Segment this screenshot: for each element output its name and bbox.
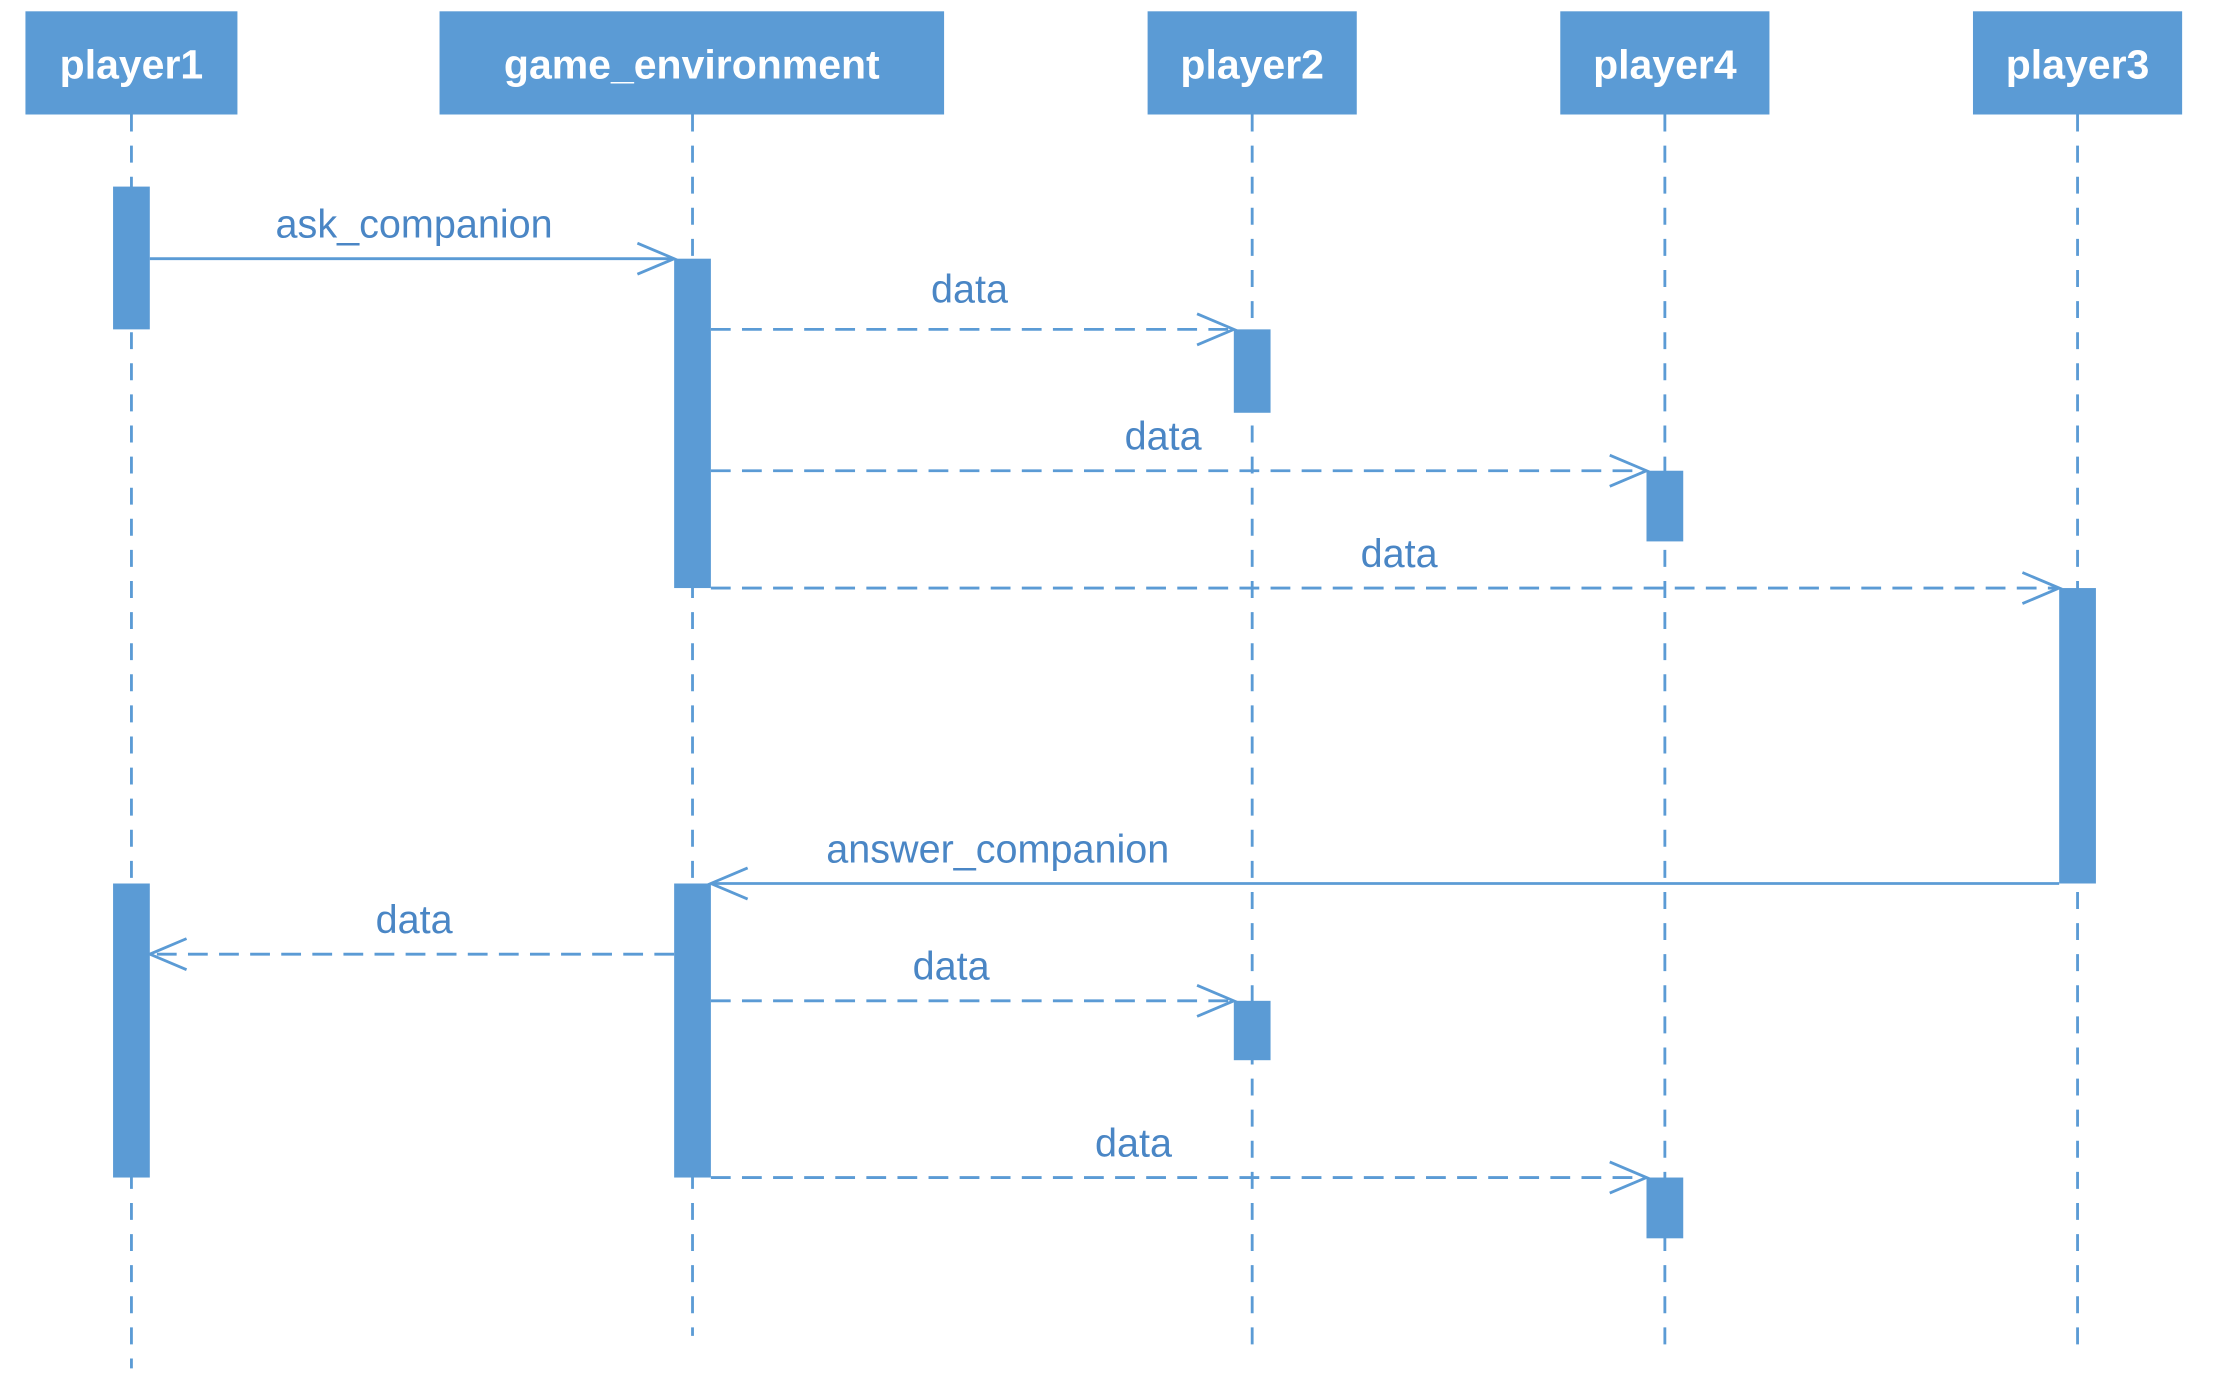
message-3: data	[710, 415, 1651, 488]
message-label: data	[376, 898, 453, 942]
arrowhead-icon	[1196, 312, 1238, 347]
arrowhead-icon	[146, 937, 188, 972]
arrowhead-icon	[1609, 1160, 1651, 1195]
lifelines-layer: player1 game_environment player2 player4 pla…	[25, 11, 2183, 1369]
lifeline-player1: player1	[25, 11, 238, 1369]
arrowhead-icon	[707, 866, 749, 901]
activation-bar-player1	[113, 883, 150, 1178]
lifeline-label-game_environment: game_environment	[504, 41, 880, 87]
lifeline-player4: player4	[1560, 11, 1770, 1346]
message-5: answer_companion	[707, 827, 2060, 901]
message-label: data	[931, 268, 1008, 312]
arrowhead-icon	[1609, 453, 1651, 488]
message-8: data	[710, 1121, 1651, 1195]
lifeline-label-player3: player3	[2006, 41, 2150, 87]
message-4: data	[710, 532, 2063, 605]
activations-layer	[113, 186, 2096, 1239]
message-2: data	[710, 268, 1238, 347]
activation-bar-player2	[1233, 1000, 1271, 1061]
message-label: answer_companion	[826, 827, 1169, 871]
lifeline-player3: player3	[1972, 11, 2183, 1346]
lifeline-player2: player2	[1147, 11, 1357, 1346]
message-6: data	[146, 898, 675, 972]
lifeline-label-player1: player1	[60, 41, 204, 87]
lifeline-header-player4	[1560, 11, 1770, 115]
lifeline-header-game_environment	[439, 11, 945, 115]
activation-bar-game_environment	[674, 258, 711, 589]
lifeline-header-player3	[1972, 11, 2183, 115]
message-label: data	[1361, 532, 1438, 576]
arrowhead-icon	[636, 241, 678, 276]
arrowhead-icon	[1196, 983, 1238, 1018]
message-label: data	[913, 945, 990, 989]
message-label: data	[1125, 415, 1202, 459]
message-label: data	[1095, 1121, 1172, 1165]
message-1: ask_companion	[149, 202, 678, 276]
message-7: data	[710, 945, 1238, 1018]
lifeline-label-player2: player2	[1180, 41, 1324, 87]
activation-bar-player4	[1646, 1177, 1684, 1239]
activation-bar-player3	[2059, 588, 2096, 884]
message-label: ask_companion	[276, 202, 553, 246]
activation-bar-player1	[113, 186, 150, 330]
lifeline-label-player4: player4	[1593, 41, 1737, 87]
lifeline-header-player2	[1147, 11, 1357, 115]
activation-bar-player4	[1646, 470, 1684, 542]
lifeline-header-player1	[25, 11, 238, 115]
arrowhead-icon	[2021, 571, 2063, 605]
activation-bar-game_environment	[674, 883, 711, 1178]
activation-bar-player2	[1233, 329, 1271, 413]
